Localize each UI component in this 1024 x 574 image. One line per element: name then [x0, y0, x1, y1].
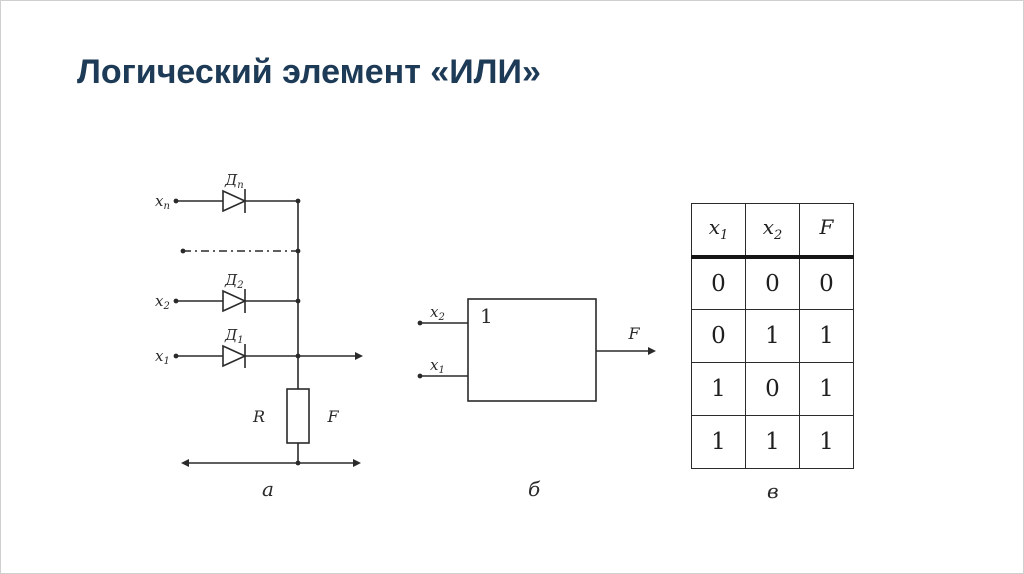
input-label-x2: x2	[155, 292, 170, 312]
table-row: 0 1 1	[691, 309, 854, 363]
truth-table: x1 x2 F 0 0 0 0 1 1 1 0 1 1 1	[691, 203, 854, 469]
page-title: Логический элемент «ИЛИ»	[77, 53, 541, 91]
terminal-dot	[173, 298, 179, 304]
truth-table-header-x1: x1	[691, 203, 746, 259]
diode-symbol-d2	[222, 289, 247, 313]
diode-or-circuit-diagram: xn x2 x1 Дn Д2 Д1 R F	[155, 171, 363, 467]
arrowhead-right-icon	[648, 347, 656, 355]
arrowhead-right-icon	[355, 352, 363, 360]
table-cell: 1	[691, 362, 746, 416]
table-cell: 1	[745, 309, 800, 363]
table-cell: 0	[691, 256, 746, 310]
figure-a-caption: а	[262, 477, 274, 501]
table-cell: 0	[745, 256, 800, 310]
circuit-output-label: F	[326, 407, 339, 426]
resistor-body	[286, 388, 310, 444]
table-cell: 1	[745, 415, 800, 469]
terminal-dot	[417, 373, 423, 379]
table-row: 0 0 0	[691, 256, 854, 310]
or-gate-symbol-diagram: 1 x2 x1 F	[417, 298, 656, 402]
table-row: 1 0 1	[691, 362, 854, 416]
table-cell: 1	[691, 415, 746, 469]
resistor-label: R	[252, 407, 265, 426]
figure-b-caption: б	[528, 477, 541, 501]
diode-symbol-dn	[222, 189, 247, 213]
arrowhead-left-icon	[181, 459, 189, 467]
gate-body	[467, 298, 597, 402]
table-cell: 1	[799, 415, 854, 469]
diode-label-d1: Д1	[224, 326, 244, 346]
table-cell: 0	[691, 309, 746, 363]
input-label-xn: xn	[155, 192, 170, 212]
junction-dot	[295, 248, 301, 254]
table-cell: 0	[799, 256, 854, 310]
terminal-dot	[180, 248, 186, 254]
junction-dot	[295, 298, 301, 304]
junction-dot	[295, 460, 301, 466]
table-cell: 0	[745, 362, 800, 416]
terminal-dot	[417, 320, 423, 326]
table-cell: 1	[799, 309, 854, 363]
arrowhead-right-icon	[353, 459, 361, 467]
junction-dot	[295, 198, 301, 204]
diode-label-dn: Дn	[224, 171, 244, 191]
junction-dot	[295, 353, 301, 359]
gate-input-label-x2: x2	[430, 303, 445, 323]
diode-symbol-d1	[222, 344, 247, 368]
table-cell: 1	[799, 362, 854, 416]
truth-table-header-f: F	[799, 203, 854, 259]
terminal-dot	[173, 198, 179, 204]
table-row: 1 1 1	[691, 415, 854, 469]
gate-output-label: F	[627, 324, 640, 343]
truth-table-header-row: x1 x2 F	[691, 203, 854, 259]
gate-input-label-x1: x1	[430, 356, 445, 376]
gate-function-symbol: 1	[480, 304, 493, 328]
truth-table-header-x2: x2	[745, 203, 800, 259]
figure-c-caption: в	[767, 479, 779, 503]
input-label-x1: x1	[155, 347, 170, 367]
terminal-dot	[173, 353, 179, 359]
diode-label-d2: Д2	[224, 271, 244, 291]
